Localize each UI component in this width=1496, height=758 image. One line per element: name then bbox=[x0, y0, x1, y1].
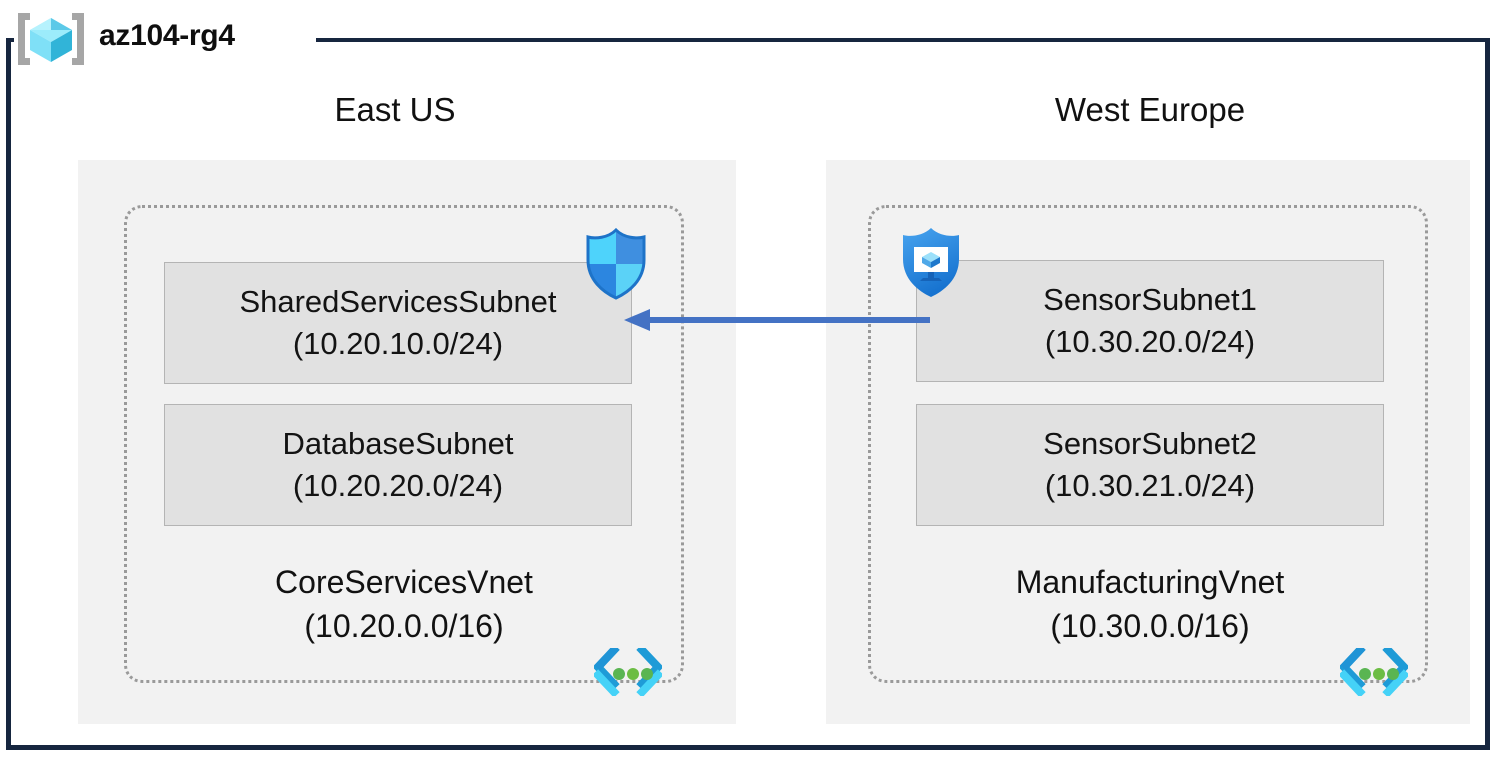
resource-group-cube-icon bbox=[14, 10, 88, 68]
subnet-name: DatabaseSubnet bbox=[282, 426, 514, 461]
resource-group-frame-left bbox=[6, 38, 11, 750]
vnet-peering-arrow bbox=[620, 300, 930, 336]
resource-group-title: az104-rg4 bbox=[99, 19, 235, 52]
resource-group-frame-right bbox=[1485, 38, 1490, 750]
subnet-cidr: (10.20.20.0/24) bbox=[292, 468, 504, 503]
network-security-group-shield-icon bbox=[581, 224, 651, 302]
subnet-cidr: (10.20.10.0/24) bbox=[292, 326, 504, 361]
vnet-box-manufacturing bbox=[868, 205, 1428, 683]
resource-group-frame-bottom bbox=[6, 745, 1490, 750]
subnet-sensor-2[interactable]: SensorSubnet2 (10.30.21.0/24) bbox=[916, 404, 1384, 526]
vnet-caption-manufacturing: ManufacturingVnet (10.30.0.0/16) bbox=[890, 560, 1410, 648]
subnet-sensor-1[interactable]: SensorSubnet1 (10.30.20.0/24) bbox=[916, 260, 1384, 382]
region-label-west-europe: West Europe bbox=[1054, 91, 1246, 128]
vnet-icon bbox=[1338, 644, 1410, 698]
subnet-shared-services[interactable]: SharedServicesSubnet (10.20.10.0/24) bbox=[164, 262, 632, 384]
vnet-box-core-services bbox=[124, 205, 684, 683]
vnet-name: CoreServicesVnet bbox=[275, 564, 533, 600]
subnet-cidr: (10.30.20.0/24) bbox=[1044, 324, 1256, 359]
subnet-name: SharedServicesSubnet bbox=[239, 284, 557, 319]
resource-group-frame-top-right bbox=[316, 38, 1490, 42]
subnet-name: SensorSubnet1 bbox=[1043, 282, 1257, 317]
vnet-cidr: (10.30.0.0/16) bbox=[1050, 608, 1250, 644]
vnet-name: ManufacturingVnet bbox=[1015, 564, 1285, 600]
vnet-icon bbox=[592, 644, 664, 698]
vnet-caption-core-services: CoreServicesVnet (10.20.0.0/16) bbox=[144, 560, 664, 648]
subnet-cidr: (10.30.21.0/24) bbox=[1044, 468, 1256, 503]
subnet-database[interactable]: DatabaseSubnet (10.20.20.0/24) bbox=[164, 404, 632, 526]
resource-group-frame-top-left bbox=[6, 38, 14, 42]
vnet-cidr: (10.20.0.0/16) bbox=[304, 608, 504, 644]
subnet-name: SensorSubnet2 bbox=[1043, 426, 1257, 461]
application-security-group-shield-icon bbox=[896, 222, 966, 302]
region-label-east-us: East US bbox=[334, 91, 456, 128]
